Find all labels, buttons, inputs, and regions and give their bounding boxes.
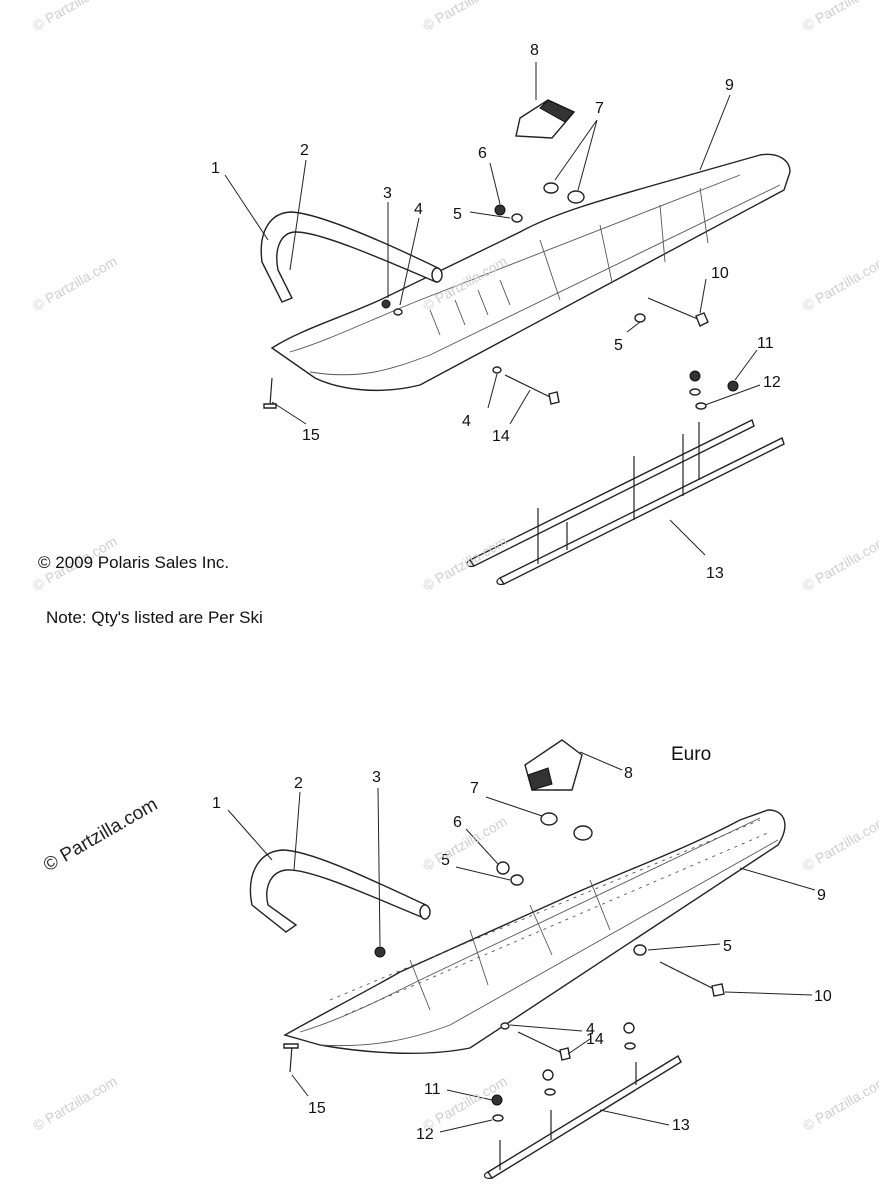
top-assembly: 1 2 3 4 5 6 7 8 9 10 11 12 13 14 15 5 4 xyxy=(211,42,791,585)
bottom-callout-7: 7 xyxy=(470,780,479,797)
bottom-callout-3: 3 xyxy=(372,769,381,786)
top-callout-15: 15 xyxy=(302,427,320,444)
top-callout-7: 7 xyxy=(595,100,604,117)
bottom-callout-5b: 5 xyxy=(723,938,732,955)
top-callout-5b: 5 xyxy=(614,337,623,354)
bottom-callout-9: 9 xyxy=(817,887,826,904)
top-bolt-10 xyxy=(647,297,701,321)
copyright-text: © 2009 Polaris Sales Inc. xyxy=(38,553,230,572)
top-callout-10: 10 xyxy=(711,265,729,282)
bottom-callout-8: 8 xyxy=(624,765,633,782)
bottom-callout-1: 1 xyxy=(212,795,221,812)
top-callout-3: 3 xyxy=(383,185,392,202)
bottom-ski-body xyxy=(283,809,786,1054)
quantity-note: Note: Qty's listed are Per Ski xyxy=(46,608,263,627)
bottom-callout-2: 2 xyxy=(294,775,303,792)
top-callout-14: 14 xyxy=(492,428,510,445)
top-callout-8: 8 xyxy=(530,42,539,59)
top-callout-4b: 4 xyxy=(462,413,471,430)
variant-label: Euro xyxy=(671,744,712,765)
top-callout-9: 9 xyxy=(725,77,734,94)
top-callout-4: 4 xyxy=(414,201,423,218)
bottom-ski-handle xyxy=(249,849,427,933)
top-callout-11: 11 xyxy=(757,335,774,352)
bottom-assembly: 1 2 3 7 6 5 8 9 5 10 4 14 11 12 13 15 xyxy=(212,739,832,1179)
top-callout-12: 12 xyxy=(763,374,781,391)
bottom-wear-bar xyxy=(487,1055,682,1179)
bottom-bolt-14 xyxy=(517,1031,565,1055)
bottom-callout-11: 11 xyxy=(424,1081,441,1098)
top-callout-5: 5 xyxy=(453,206,462,223)
top-callout-6: 6 xyxy=(478,145,487,162)
bottom-callout-6: 6 xyxy=(453,814,462,831)
top-callout-2: 2 xyxy=(300,142,309,159)
bottom-callout-4: 4 xyxy=(586,1021,595,1038)
top-wear-bar xyxy=(468,419,785,585)
bottom-callout-10: 10 xyxy=(814,988,832,1005)
top-callout-13: 13 xyxy=(706,565,724,582)
bottom-bolt-10 xyxy=(659,961,717,991)
bottom-callout-5: 5 xyxy=(441,852,450,869)
top-callout-1: 1 xyxy=(211,160,220,177)
bottom-callout-13: 13 xyxy=(672,1117,690,1134)
bottom-callout-14: 14 xyxy=(586,1031,604,1048)
bottom-callout-12: 12 xyxy=(416,1126,434,1143)
bottom-callout-15: 15 xyxy=(308,1100,326,1117)
top-bolt-14 xyxy=(504,374,553,399)
